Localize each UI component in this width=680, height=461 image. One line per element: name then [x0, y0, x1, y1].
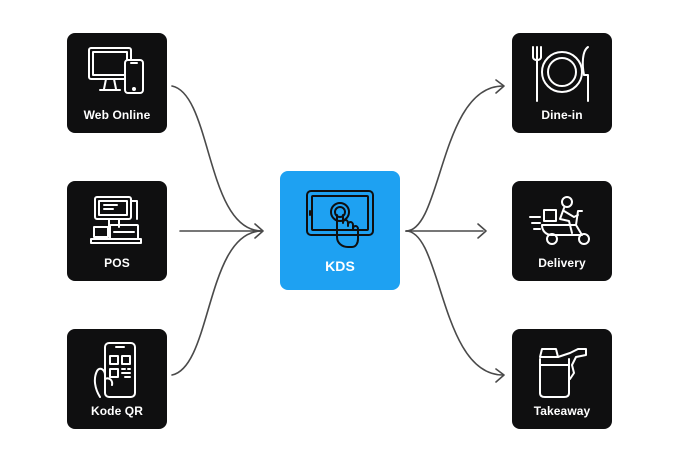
arrowhead-takeaway — [495, 368, 505, 383]
tablet-touch-icon — [306, 190, 374, 248]
arrowhead-kds — [254, 223, 264, 239]
kds-node[interactable]: KDS — [280, 171, 400, 290]
arrowhead-dinein — [495, 79, 505, 94]
output-label: Dine-in — [541, 108, 583, 122]
desktop-mobile-icon — [88, 47, 144, 94]
connector-kds-to-takeaway — [405, 230, 504, 376]
kds-label: KDS — [325, 258, 355, 274]
connector-qr-to-kds — [171, 230, 263, 376]
output-node-delivery[interactable]: Delivery — [512, 181, 612, 281]
pos-register-icon — [90, 196, 142, 244]
input-node-pos[interactable]: POS — [67, 181, 167, 281]
input-node-web-online[interactable]: Web Online — [67, 33, 167, 133]
input-node-kode-qr[interactable]: Kode QR — [67, 329, 167, 429]
input-label: Kode QR — [90, 404, 144, 418]
arrowhead-delivery — [477, 223, 487, 239]
connector-web-to-kds — [171, 85, 263, 232]
output-label: Delivery — [538, 256, 586, 270]
output-node-takeaway[interactable]: Takeaway — [512, 329, 612, 429]
scooter-courier-icon — [529, 196, 590, 245]
input-label: POS — [104, 256, 130, 270]
plate-cutlery-icon — [532, 46, 589, 102]
output-node-dine-in[interactable]: Dine-in — [512, 33, 612, 133]
phone-qr-icon — [93, 342, 136, 398]
connector-kds-to-dinein — [405, 85, 504, 232]
input-label: Web Online — [83, 108, 151, 122]
output-label: Takeaway — [533, 404, 591, 418]
takeaway-bag-icon — [539, 348, 587, 398]
